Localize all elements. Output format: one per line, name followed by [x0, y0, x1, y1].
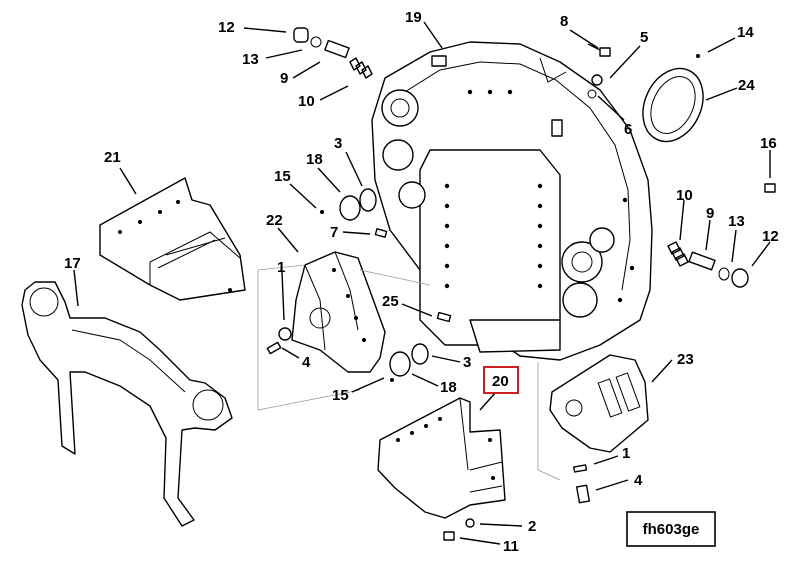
flywheel-housing-part-19 [371, 41, 653, 361]
callout-25: 25 [382, 293, 399, 310]
callout-20: 20 [492, 373, 509, 390]
callout-9-top: 9 [280, 70, 288, 87]
callout-14: 14 [737, 24, 754, 41]
callout-18-lower: 18 [440, 379, 457, 396]
callout-20-highlight: 20 [483, 366, 519, 394]
callout-17: 17 [64, 255, 81, 272]
callout-12-top: 12 [218, 19, 235, 36]
gasket-part-17 [21, 281, 233, 527]
callout-7: 7 [330, 224, 338, 241]
callout-9-right: 9 [706, 205, 714, 222]
callout-24: 24 [738, 77, 755, 94]
bracket-part-21 [99, 177, 246, 301]
seal-part-24 [642, 67, 704, 143]
callout-18-top: 18 [306, 151, 323, 168]
callout-labels: 12 13 9 10 19 8 5 6 14 24 21 3 18 15 16 … [64, 9, 779, 555]
callout-3-lower: 3 [463, 354, 471, 371]
bracket-part-23 [549, 354, 649, 453]
callout-4-left: 4 [302, 354, 311, 371]
small-hardware [266, 27, 776, 541]
bracket-part-20 [377, 397, 506, 519]
guide-lines [257, 264, 561, 481]
callout-10-top: 10 [298, 93, 315, 110]
callout-19: 19 [405, 9, 422, 26]
callout-23: 23 [677, 351, 694, 368]
callout-6: 6 [624, 121, 632, 138]
figure-id-box: fh603ge [626, 511, 716, 547]
callout-10-right: 10 [676, 187, 693, 204]
callout-21: 21 [104, 149, 121, 166]
callout-16: 16 [760, 135, 777, 152]
callout-13-top: 13 [242, 51, 259, 68]
callout-1-left: 1 [277, 259, 285, 276]
callout-11: 11 [503, 538, 519, 555]
callout-2: 2 [528, 518, 536, 535]
callout-12-right: 12 [762, 228, 779, 245]
callout-13-right: 13 [728, 213, 745, 230]
housing-bolt-holes [444, 89, 635, 303]
callout-15-top: 15 [274, 168, 291, 185]
callout-1-right: 1 [622, 445, 630, 462]
callout-8: 8 [560, 13, 568, 30]
bracket-part-22 [291, 251, 386, 373]
callout-3-top: 3 [334, 135, 342, 152]
callout-22: 22 [266, 212, 283, 229]
leader-lines [73, 21, 771, 545]
callout-4-right: 4 [634, 472, 643, 489]
callout-15-lower: 15 [332, 387, 349, 404]
callout-5: 5 [640, 29, 648, 46]
figure-id-label: fh603ge [643, 521, 700, 538]
